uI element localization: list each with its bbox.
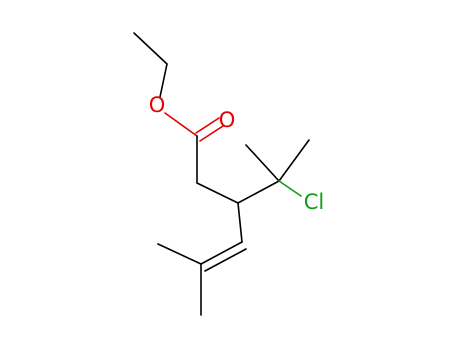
bond-c-cl: [278, 180, 302, 197]
bond-quaternary-methyl-left: [245, 144, 280, 182]
atom-label-ether-oxygen: O: [149, 93, 166, 117]
bond-quaternary-methyl-right: [278, 139, 310, 182]
bond-ch2-ch: [196, 182, 239, 204]
bond-alkene-double-2: [204, 248, 247, 272]
bond-carbonyl-double-1: [195, 117, 220, 134]
bond-carbonyl-double-2: [199, 125, 224, 142]
bond-ethyl-c2-o: [159, 63, 168, 98]
atom-label-chlorine: Cl: [304, 190, 325, 214]
atom-label-carbonyl-oxygen: O: [219, 108, 236, 132]
bond-alkene-double-1: [200, 241, 243, 265]
bond-ch-alkene-c: [237, 202, 243, 243]
bond-ethyl-c1-c2: [133, 32, 168, 65]
bond-terminal-methyl-left: [157, 243, 202, 265]
bond-o-carbonyl-c: [164, 112, 198, 137]
bond-ch-quaternary-c: [237, 180, 280, 204]
